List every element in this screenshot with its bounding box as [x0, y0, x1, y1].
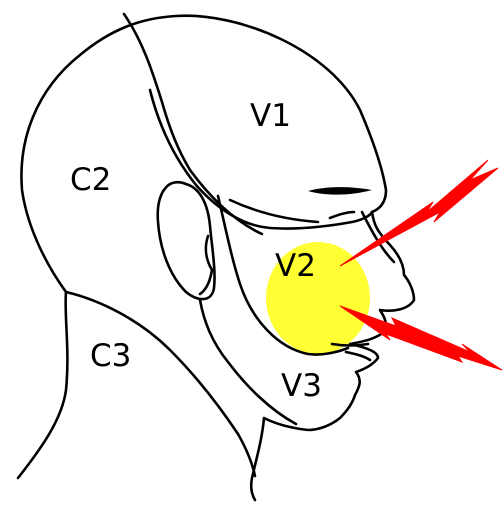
label-v2: V2: [275, 248, 316, 284]
label-v1: V1: [250, 98, 291, 134]
eye-lower-lid: [330, 212, 354, 218]
ear-lobe-line: [200, 270, 212, 294]
occipital-line: [124, 14, 262, 234]
lower-lip: [346, 352, 370, 360]
eye: [308, 187, 372, 195]
label-c2: C2: [70, 162, 111, 198]
label-c3: C3: [90, 338, 131, 374]
mouth-line: [332, 344, 368, 346]
lightning-bolt-lower: [340, 306, 502, 370]
label-v3: V3: [281, 368, 322, 404]
c2-c3-boundary: [66, 292, 255, 476]
mask-upper-line: [230, 200, 318, 222]
